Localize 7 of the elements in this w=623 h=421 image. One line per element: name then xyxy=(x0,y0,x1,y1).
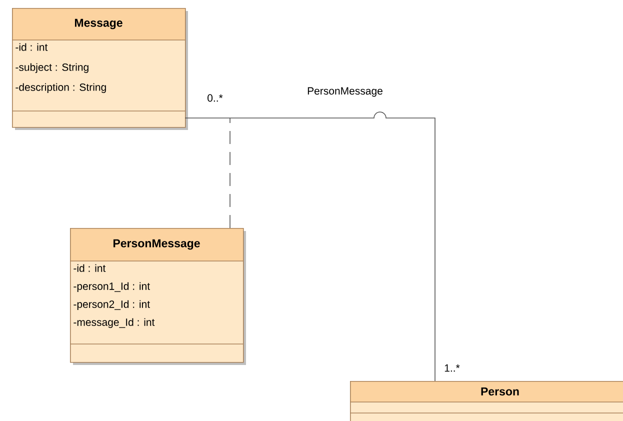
class-box: Person xyxy=(350,381,623,421)
association-line xyxy=(184,112,436,382)
multiplicity-label: 1..* xyxy=(444,364,460,372)
class-box: PersonMessage -id : int -person1_Id : int -person2_Id : int -message_Id : int xyxy=(70,228,246,365)
class-box: Message -id : int -subject : String -description : String xyxy=(12,8,188,130)
edge-label: PersonMessage xyxy=(306,86,384,98)
multiplicity-label: 0..* xyxy=(208,94,223,102)
